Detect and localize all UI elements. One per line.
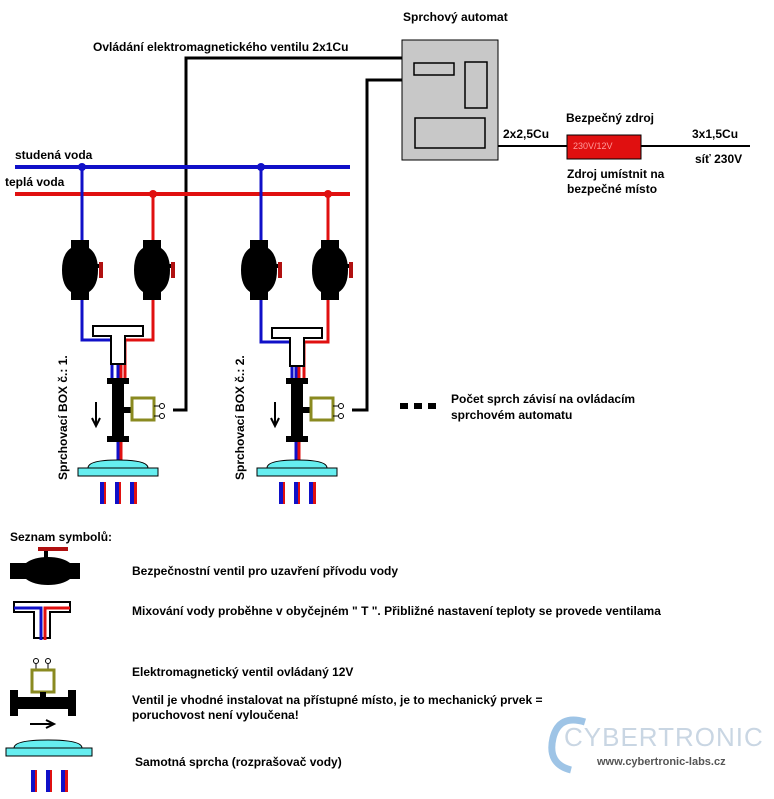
automat-title: Sprchový automat [403,10,508,24]
box1-shower [77,459,159,505]
psu-title: Bezpečný zdroj [566,111,655,125]
cybertronic-logo-mark [548,716,587,774]
power-supply [566,134,642,160]
control-wire-label: Ovládání elektromagnetického ventilu 2x1… [93,40,349,54]
box2-solenoid [269,376,345,444]
legend-shower-text: Samotná sprcha (rozprašovač vody) [135,755,342,769]
legend-tee-text: Mixování vody proběhne v obyčejném " T "… [132,604,661,618]
continuation-dots [400,403,436,409]
box2-cold-valve [241,240,282,300]
shower-automat [401,39,499,161]
box1-hot-valve [134,240,175,300]
legend-valve-icon [10,547,80,585]
control-wires [173,56,402,412]
cable-left-label: 2x2,5Cu [503,127,550,141]
legend-solenoid-text: Elektromagnetický ventil ovládaný 12V [132,665,354,679]
psu-inner-label: 230V/12V [573,141,613,151]
count-note-line1: Počet sprch závisí na ovládacím [451,392,636,406]
legend-title: Seznam symbolů: [10,530,113,544]
cybertronic-logo-text: CYBERTRONIC [564,722,764,752]
box1-cold-valve [62,240,103,300]
legend-valve-text: Bezpečnostní ventil pro uzavření přívodu… [132,564,399,578]
box2-shower [256,459,338,505]
mains-label: síť 230V [695,152,743,166]
box2-hot-valve [312,240,353,300]
legend-solenoid-icon [10,658,76,729]
legend-tee-icon [13,601,71,640]
cable-right-label: 3x1,5Cu [692,127,739,141]
box1-tee [92,325,144,365]
hot-water-label: teplá voda [5,175,65,189]
box1-solenoid [90,376,166,444]
legend-shower-icon [5,739,93,792]
legend-solenoid-note-line2: poruchovost není vyloučena! [132,708,299,722]
count-note-line2: sprchovém automatu [451,408,573,422]
cybertronic-url[interactable]: www.cybertronic-labs.cz [597,756,726,768]
box2-label: Sprchovací BOX č.: 2. [233,355,247,480]
psu-note-line1: Zdroj umístnit na [567,167,665,181]
psu-note-line2: bezpečné místo [567,182,658,196]
legend-solenoid-note-line1: Ventil je vhodné instalovat na přístupné… [132,693,543,707]
cold-water-label: studená voda [15,148,93,162]
box2-tee [271,327,323,367]
box1-label: Sprchovací BOX č.: 1. [56,355,70,480]
